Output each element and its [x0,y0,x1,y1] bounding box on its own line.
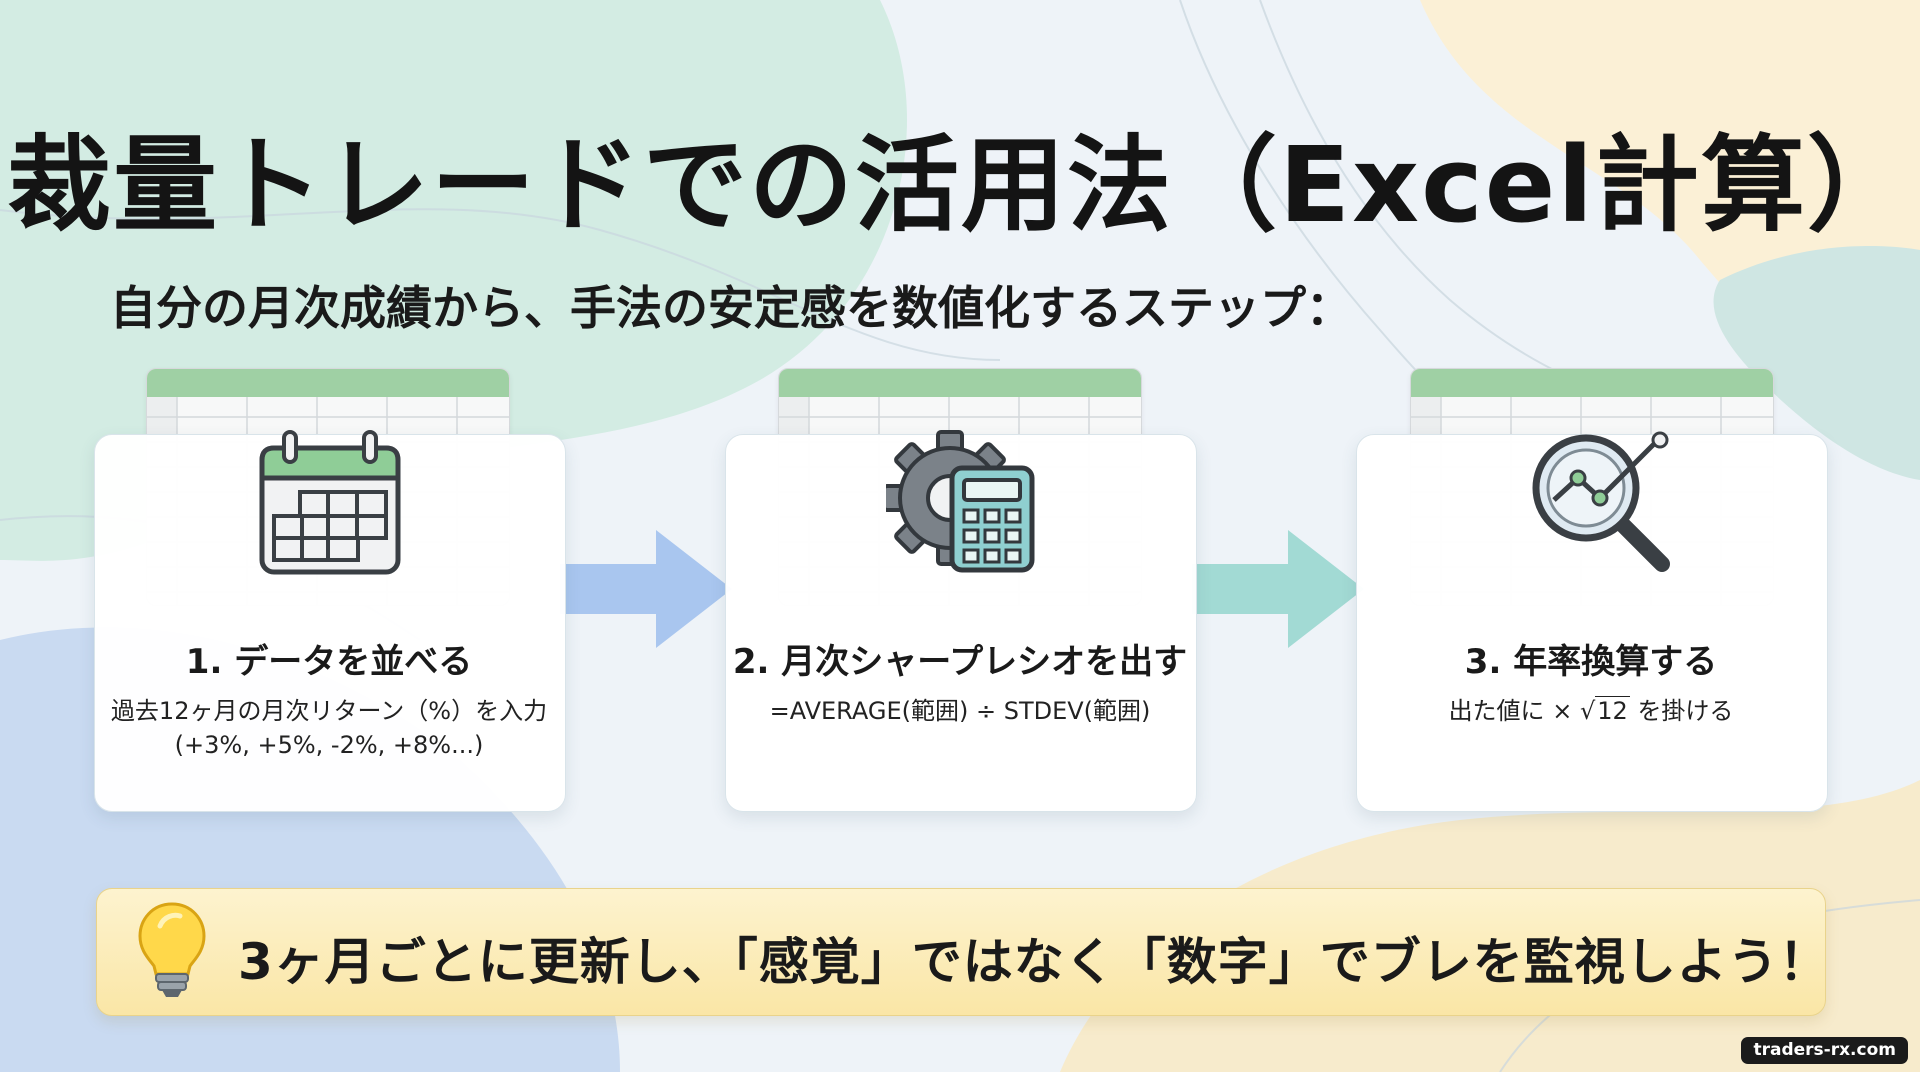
tip-banner [96,888,1826,1016]
site-watermark: traders-rx.com [1741,1037,1908,1064]
page-subtitle: 自分の月次成績から、手法の安定感を数値化するステップ： [110,281,1352,335]
step-2-description: =AVERAGE(範囲) ÷ STDEV(範囲) [725,694,1195,728]
tip-text: 3ヶ月ごとに更新し、「感覚」ではなく「数字」でブレを監視しよう！ [238,933,1830,991]
calendar-icon [259,430,401,575]
gear-calculator-icon [886,430,1035,573]
step-1-desc-line1: 過去12ヶ月の月次リターン（%）を入力 [110,697,548,725]
step-2-formula: =AVERAGE(範囲) ÷ STDEV(範囲) [769,697,1151,725]
step-2-title: 2. 月次シャープレシオを出す [732,642,1188,682]
page-title: 裁量トレードでの活用法（Excel計算） [7,124,1913,246]
magnifier-chart-icon [1532,431,1670,572]
sqrt-symbol: √ [1579,697,1596,725]
step-3-desc-prefix: 出た値に × [1448,697,1573,725]
sqrt-radicand: 12 [1595,696,1630,725]
arrow-right-icon [1192,530,1364,648]
arrow-right-icon [560,530,732,648]
step-1-description: 過去12ヶ月の月次リターン（%）を入力 (+3%, +5%, -2%, +8%.… [94,694,564,762]
step-1-title: 1. データを並べる [185,642,473,682]
step-1-desc-line2: (+3%, +5%, -2%, +8%...) [174,731,484,759]
step-3-desc-suffix: を掛ける [1637,697,1734,725]
step-3-title: 3. 年率換算する [1464,642,1718,682]
lightbulb-icon [138,902,206,997]
step-3-description: 出た値に × √12 を掛ける [1356,694,1826,728]
sqrt-expression: √12 [1580,694,1630,728]
